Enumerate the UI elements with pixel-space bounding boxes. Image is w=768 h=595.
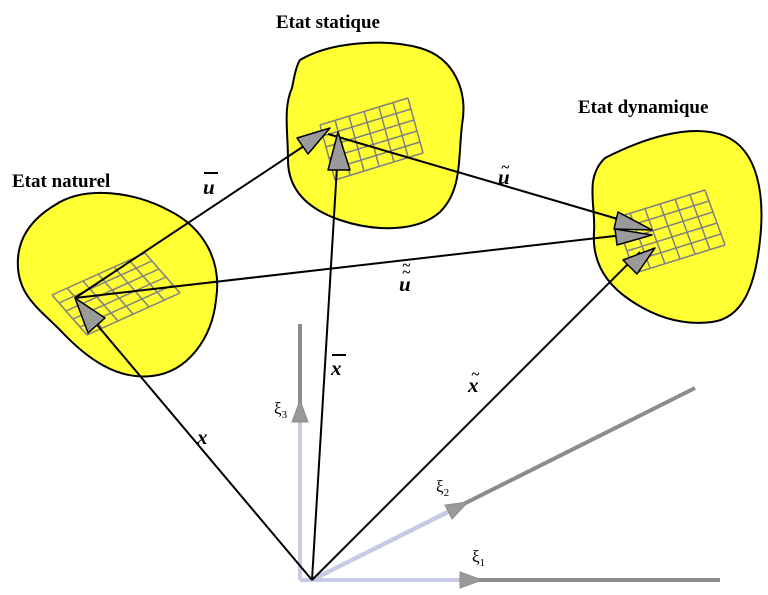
arrowhead-u-tilde [613,211,653,231]
svg-text:~: ~ [402,265,411,281]
vector-u-tilde-line [327,133,629,223]
vector-x-tilde-line [311,251,641,581]
label-xi3: ξ3 [274,399,288,421]
reference-frame [291,324,720,589]
svg-text:u: u [203,175,215,199]
body-naturel [16,191,219,378]
displacement-vectors [74,133,633,299]
label-u-double-tilde: ~ ~ u [399,258,411,296]
position-vectors [81,149,641,581]
arrowhead-x-tilde [622,247,656,275]
axis-xi3-arrow [291,398,309,423]
svg-text:~: ~ [501,160,510,176]
body-dynamique [591,130,763,324]
svg-text:x: x [467,373,479,397]
label-x: x [196,425,208,449]
vector-u-bar-line [74,133,323,299]
label-xi2: ξ2 [436,477,449,499]
svg-text:~: ~ [402,258,411,274]
title-naturel: Etat naturel [12,171,110,192]
svg-text:u: u [498,165,510,189]
svg-text:x: x [196,425,208,449]
svg-text:u: u [399,272,411,296]
body-statique [285,41,465,230]
label-u-tilde: ~ u [498,160,510,189]
axis-xi2-light [311,506,456,582]
label-x-bar: x [330,354,346,380]
title-dynamique: Etat dynamique [578,97,708,118]
arrow-heads [74,127,656,334]
label-xi1: ξ1 [472,547,485,569]
axis-xi2-arrow [444,501,470,520]
vector-x-bar-line [311,149,339,581]
axis-xi1-arrow [459,571,484,589]
arrowhead-x-bar [327,131,351,171]
vector-x-line [81,306,313,581]
label-x-tilde: ~ x [467,367,480,397]
title-statique: Etat statique [276,12,380,33]
label-u-bar: u [203,172,218,199]
svg-text:x: x [330,356,342,380]
arrowhead-x [74,297,106,334]
svg-text:~: ~ [471,367,480,383]
vector-u-double-tilde-line [74,233,633,299]
arrowhead-u-double-tilde [614,228,653,246]
arrowhead-u-bar [296,127,331,155]
